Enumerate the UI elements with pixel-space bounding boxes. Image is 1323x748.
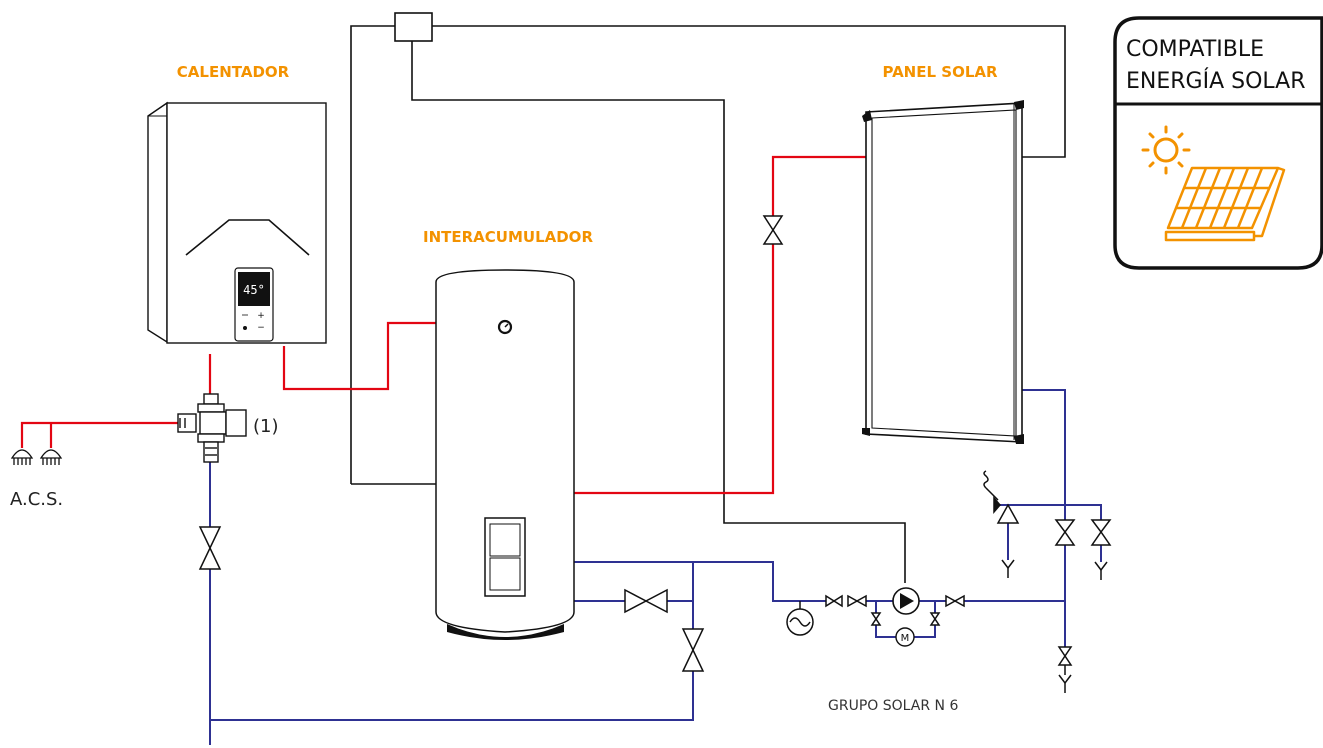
- flow-meter-icon: [895, 627, 915, 647]
- hot-water-pipes: [20, 155, 866, 495]
- thermostatic-mixing-valve: [177, 393, 247, 463]
- circulation-pump: M: [892, 587, 920, 647]
- solar-panel-label: PANEL SOLAR: [882, 63, 998, 81]
- heater-label: CALENTADOR: [177, 63, 290, 81]
- temperature-readout: 45°: [243, 283, 265, 297]
- safety-valve: [983, 470, 1020, 524]
- valves: [198, 215, 1112, 672]
- mixing-valve-ref: (1): [253, 416, 279, 437]
- solar-group-label: GRUPO SOLAR N 6: [828, 698, 958, 714]
- controller-box: [394, 12, 433, 42]
- minus-button: −: [257, 323, 265, 333]
- badge-line-1: COMPATIBLE: [1126, 37, 1264, 62]
- badge-line-2: ENERGÍA SOLAR: [1126, 68, 1306, 94]
- solar-compatible-badge: COMPATIBLE ENERGÍA SOLAR: [1113, 16, 1323, 270]
- solar-panel-icon: [1164, 166, 1286, 242]
- motor-label: M: [901, 633, 910, 644]
- solar-collector: [862, 100, 1024, 444]
- drain-outlets: [1001, 559, 1108, 693]
- acs-label: A.C.S.: [10, 489, 63, 510]
- plus-button: +: [257, 311, 265, 321]
- control-wiring: [350, 25, 1066, 583]
- cold-water-pipes: [209, 389, 1102, 745]
- water-heater: 45° + −: [147, 101, 327, 344]
- heater-display: [238, 272, 270, 306]
- storage-tank: [435, 269, 575, 640]
- hot-water-outlets: [10, 444, 63, 465]
- expansion-vessel: [786, 601, 814, 636]
- tank-label: INTERACUMULADOR: [423, 228, 593, 246]
- sun-icon: [1141, 125, 1191, 175]
